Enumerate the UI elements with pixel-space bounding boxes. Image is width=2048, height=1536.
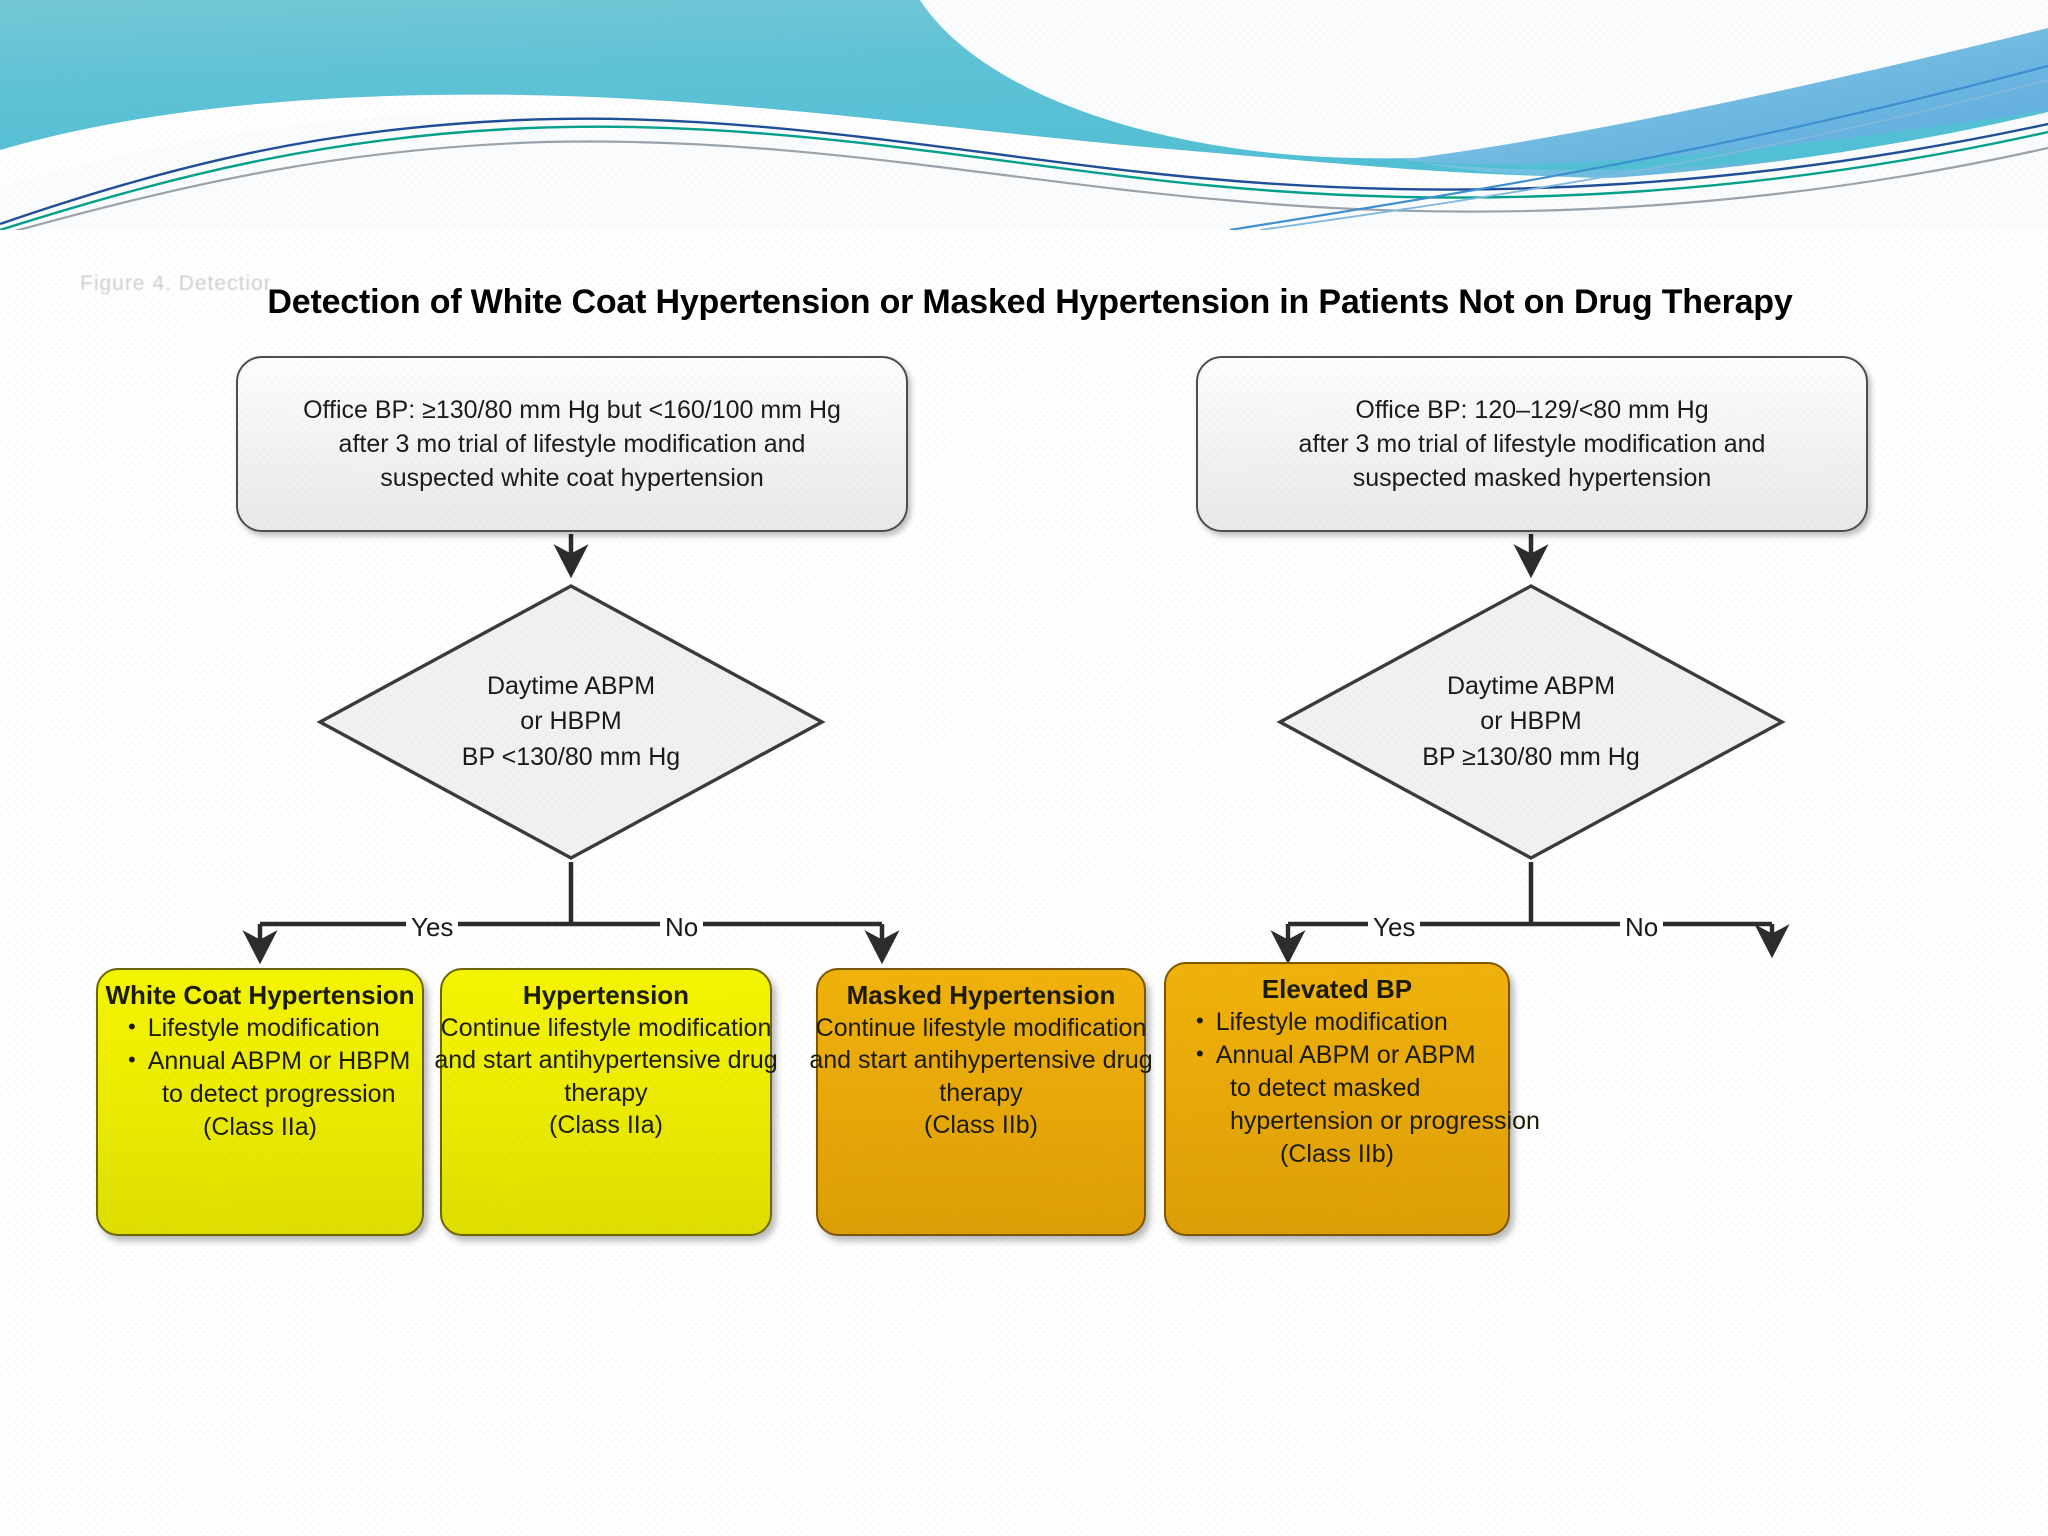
input-box-line: after 3 mo trial of lifestyle modificati… [338,430,806,458]
outcome-title: Masked Hypertension [846,980,1116,1010]
outcome-box-white-coat-hypertension: White Coat Hypertension • Lifestyle modi… [96,968,424,1236]
decision-line: BP <130/80 mm Hg [461,742,681,771]
ghost-text-artifact: Figure 4. Detection [80,272,270,294]
input-box-white-coat: Office BP: ≥130/80 mm Hg but <160/100 mm… [236,356,908,532]
outcome-bullet-subtext: hypertension or progression [1230,1106,1540,1135]
input-box-line: Office BP: 120–129/<80 mm Hg [1355,396,1709,424]
outcome-body-line: and start antihypertensive drug [434,1046,778,1075]
outcome-body-line: therapy [939,1078,1023,1107]
outcome-bullet: • Annual ABPM or HBPM [128,1045,410,1078]
input-box-masked: Office BP: 120–129/<80 mm Hg after 3 mo … [1196,356,1868,532]
outcome-box-hypertension: Hypertension Continue lifestyle modifica… [434,968,778,1236]
edge-label-yes-left: Yes [406,912,459,943]
decision-diamond-white-coat: Daytime ABPM or HBPM BP <130/80 mm Hg [316,582,826,862]
outcome-bullet-text: Annual ABPM or ABPM [1215,1040,1476,1069]
bullet-dot-icon: • [128,1013,136,1039]
slide-header-decoration [0,0,2048,230]
input-box-line: Office BP: ≥130/80 mm Hg but <160/100 mm… [303,396,841,424]
outcome-class-label: (Class IIb) [924,1111,1038,1140]
decision-diamond-masked: Daytime ABPM or HBPM BP ≥130/80 mm Hg [1276,582,1786,862]
outcome-bullet-text: Annual ABPM or HBPM [147,1046,411,1075]
decision-line: Daytime ABPM [1446,671,1616,700]
page-title: Detection of White Coat Hypertension or … [267,283,1793,321]
outcome-bullet-subtext: to detect progression [162,1079,396,1108]
outcome-class-label: (Class IIb) [1280,1139,1394,1168]
outcome-bullet-subtext: to detect masked [1230,1073,1421,1102]
decision-line: or HBPM [1480,707,1582,736]
outcome-body-line: Continue lifestyle modification [815,1013,1147,1042]
bullet-dot-icon: • [1196,1040,1204,1066]
outcome-body-line: Continue lifestyle modification [440,1013,772,1042]
outcome-box-masked-hypertension: Masked Hypertension Continue lifestyle m… [809,968,1153,1236]
outcome-bullet: • Lifestyle modification [128,1012,410,1045]
outcome-title: Hypertension [522,980,690,1010]
outcome-bullet: • Annual ABPM or ABPM [1196,1039,1496,1072]
outcome-class-label: (Class IIa) [549,1111,663,1140]
edge-label-yes-right: Yes [1368,912,1421,943]
decision-line: BP ≥130/80 mm Hg [1422,742,1640,771]
decision-line: Daytime ABPM [486,671,656,700]
outcome-bullet-text: Lifestyle modification [1215,1007,1448,1036]
outcome-bullet: • Lifestyle modification [1196,1006,1496,1039]
edge-label-no-right: No [1620,912,1664,943]
outcome-title: Elevated BP [1261,974,1413,1004]
edge-label-no-left: No [660,912,704,943]
input-box-line: suspected masked hypertension [1352,464,1712,492]
input-box-line: after 3 mo trial of lifestyle modificati… [1298,430,1766,458]
outcome-class-label: (Class IIa) [203,1112,317,1141]
outcome-box-elevated-bp: Elevated BP • Lifestyle modification • A… [1164,962,1540,1236]
bullet-dot-icon: • [128,1046,136,1072]
outcome-title: White Coat Hypertension [105,980,415,1010]
bullet-dot-icon: • [1196,1007,1204,1033]
input-box-line: suspected white coat hypertension [380,464,764,492]
outcome-bullet-text: Lifestyle modification [147,1013,380,1042]
outcome-body-line: and start antihypertensive drug [809,1046,1153,1075]
decision-line: or HBPM [520,707,622,736]
outcome-body-line: therapy [564,1078,648,1107]
